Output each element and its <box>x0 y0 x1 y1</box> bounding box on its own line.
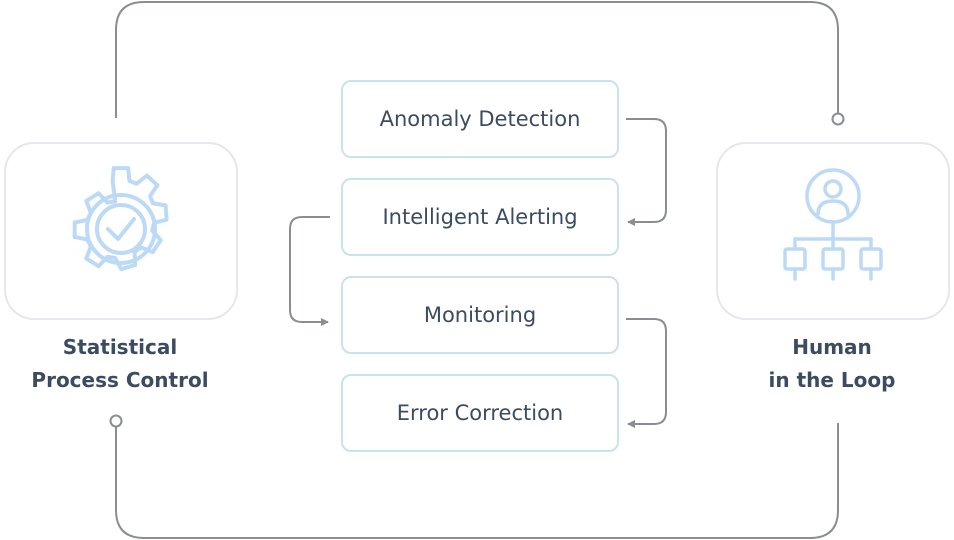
top-loop-connector <box>115 1 839 118</box>
step-anomaly-detection: Anomaly Detection <box>341 80 619 158</box>
bottom-loop-connector <box>115 423 839 539</box>
title-line-1: Human <box>792 335 872 359</box>
arrow-detection-to-alerting <box>626 118 667 226</box>
statistical-process-control-title: Statistical Process Control <box>0 331 240 397</box>
step-monitoring: Monitoring <box>341 276 619 354</box>
human-in-the-loop-title: Human in the Loop <box>712 331 952 397</box>
title-line-2: in the Loop <box>768 368 896 392</box>
gear-check-icon <box>72 166 169 272</box>
title-line-2: Process Control <box>31 368 209 392</box>
step-intelligent-alerting: Intelligent Alerting <box>341 178 619 256</box>
human-in-the-loop-card <box>716 142 950 320</box>
title-line-1: Statistical <box>62 335 178 359</box>
arrow-monitoring-to-correction <box>626 318 667 428</box>
bottom-loop-endpoint <box>109 414 123 428</box>
step-error-correction: Error Correction <box>341 374 619 452</box>
statistical-process-control-card <box>4 142 238 320</box>
person-hierarchy-icon <box>783 168 883 281</box>
arrow-alerting-to-monitoring <box>289 216 330 326</box>
top-loop-endpoint <box>831 112 845 126</box>
